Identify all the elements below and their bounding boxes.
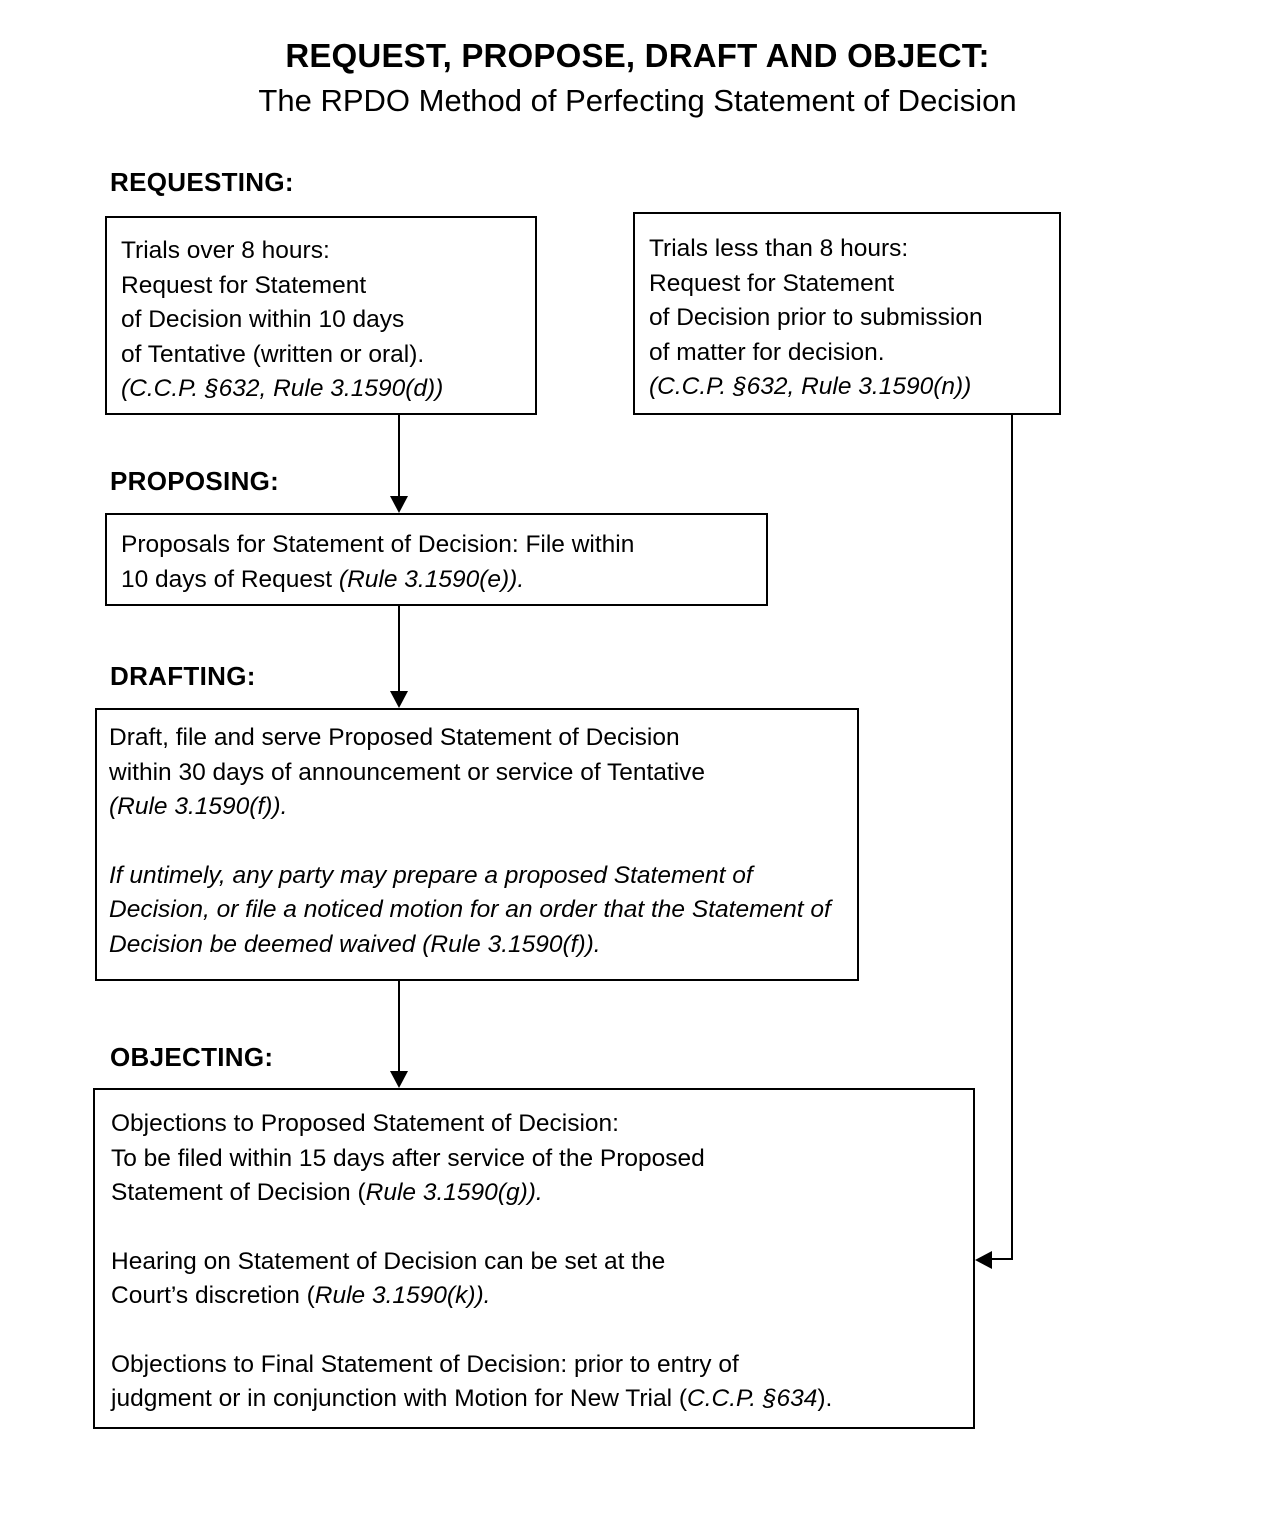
box-objecting-text: Objections to Proposed Statement of Deci… <box>111 1107 973 1417</box>
objecting-p1-line-3: Statement of Decision (Rule 3.1590(g)). <box>111 1176 973 1211</box>
objecting-p3-line-2-suffix: ). <box>817 1385 833 1412</box>
req-right-citation-text: (C.C.P. §632, Rule 3.1590(n)) <box>649 373 972 400</box>
objecting-p2-line-1: Hearing on Statement of Decision can be … <box>111 1247 666 1275</box>
objecting-p2-citation: Rule 3.1590(k)). <box>314 1282 491 1309</box>
objecting-p1-line-2: To be filed within 15 days after service… <box>111 1144 705 1172</box>
box-requesting-right-text: Trials less than 8 hours: Request for St… <box>649 232 1059 405</box>
req-right-line-4: of matter for decision. <box>649 338 885 366</box>
section-header-proposing: PROPOSING: <box>110 466 280 496</box>
drafting-p2: If untimely, any party may prepare a pro… <box>109 859 857 963</box>
box-proposing-statement-of-decision: Proposals for Statement of Decision: Fil… <box>105 513 768 606</box>
req-left-line-4: of Tentative (written or oral). <box>121 340 425 368</box>
box-requesting-left-text: Trials over 8 hours: Request for Stateme… <box>121 234 535 407</box>
req-left-line-3: of Decision within 10 days <box>121 306 405 333</box>
req-left-citation: (C.C.P. §632, Rule 3.1590(d)) <box>121 372 535 407</box>
box-requesting-trials-less-than-8-hours: Trials less than 8 hours: Request for St… <box>633 212 1061 415</box>
section-header-drafting: DRAFTING: <box>110 661 256 691</box>
arrow-down-icon-drafting-to-objecting <box>390 1071 408 1088</box>
drafting-p1-citation-text: (Rule 3.1590(f)). <box>109 793 288 820</box>
req-right-line-2: Request for Statement <box>649 269 895 297</box>
proposing-line-2-text: 10 days of Request <box>121 565 339 593</box>
drafting-p1-citation: (Rule 3.1590(f)). <box>109 790 857 825</box>
objecting-p2-line-2: Court’s discretion (Rule 3.1590(k)). <box>111 1279 973 1314</box>
section-header-objecting: OBJECTING: <box>110 1042 274 1072</box>
box-proposing-text: Proposals for Statement of Decision: Fil… <box>121 528 766 597</box>
proposing-line-2: 10 days of Request (Rule 3.1590(e)). <box>121 563 766 598</box>
box-objecting-statement-of-decision: Objections to Proposed Statement of Deci… <box>93 1088 975 1429</box>
connector-requesting-right-to-objecting-vertical <box>1011 415 1013 1260</box>
connector-requesting-left-to-proposing-line <box>398 415 400 501</box>
page-title: REQUEST, PROPOSE, DRAFT AND OBJECT: The … <box>0 36 1275 121</box>
title-main-line: REQUEST, PROPOSE, DRAFT AND OBJECT: <box>285 37 990 74</box>
req-left-line-2: Request for Statement <box>121 271 367 299</box>
proposing-citation: (Rule 3.1590(e)). <box>338 565 525 593</box>
title-subtitle-line: The RPDO Method of Perfecting Statement … <box>258 83 1017 118</box>
box-requesting-trials-over-8-hours: Trials over 8 hours: Request for Stateme… <box>105 216 537 415</box>
req-right-citation: (C.C.P. §632, Rule 3.1590(n)) <box>649 370 1059 405</box>
req-right-line-1: Trials less than 8 hours: <box>649 235 909 262</box>
objecting-p1-line-3-text: Statement of Decision ( <box>111 1179 366 1206</box>
arrow-down-icon-proposing-to-drafting <box>390 691 408 708</box>
arrow-down-icon-requesting-to-proposing <box>390 496 408 513</box>
drafting-p1-line-1: Draft, file and serve Proposed Statement… <box>109 724 680 751</box>
req-right-line-3: of Decision prior to submission <box>649 304 983 331</box>
objecting-p2-line-2-text: Court’s discretion ( <box>111 1282 315 1309</box>
box-drafting-proposed-statement-of-decision: Draft, file and serve Proposed Statement… <box>95 708 859 981</box>
objecting-p3-line-1: Objections to Final Statement of Decisio… <box>111 1350 739 1378</box>
connector-drafting-to-objecting-line <box>398 981 400 1072</box>
objecting-p3-citation: C.C.P. §634 <box>687 1385 818 1412</box>
drafting-p1-line-2: within 30 days of announcement or servic… <box>109 758 706 786</box>
connector-proposing-to-drafting-line <box>398 606 400 694</box>
arrow-left-icon-requesting-right-to-objecting <box>975 1251 992 1269</box>
section-header-requesting: REQUESTING: <box>110 167 294 197</box>
objecting-p3-line-2-text: judgment or in conjunction with Motion f… <box>111 1385 688 1412</box>
objecting-p1-citation: Rule 3.1590(g)). <box>365 1179 543 1206</box>
connector-requesting-right-to-objecting-horizontal <box>992 1258 1013 1260</box>
req-left-citation-text: (C.C.P. §632, Rule 3.1590(d)) <box>121 375 444 402</box>
req-left-line-1: Trials over 8 hours: <box>121 237 330 264</box>
proposing-line-1: Proposals for Statement of Decision: Fil… <box>121 531 635 558</box>
objecting-p1-line-1: Objections to Proposed Statement of Deci… <box>111 1110 619 1137</box>
box-drafting-text: Draft, file and serve Proposed Statement… <box>109 721 857 962</box>
drafting-p2-text: If untimely, any party may prepare a pro… <box>109 861 831 958</box>
objecting-p3-line-2: judgment or in conjunction with Motion f… <box>111 1382 973 1417</box>
